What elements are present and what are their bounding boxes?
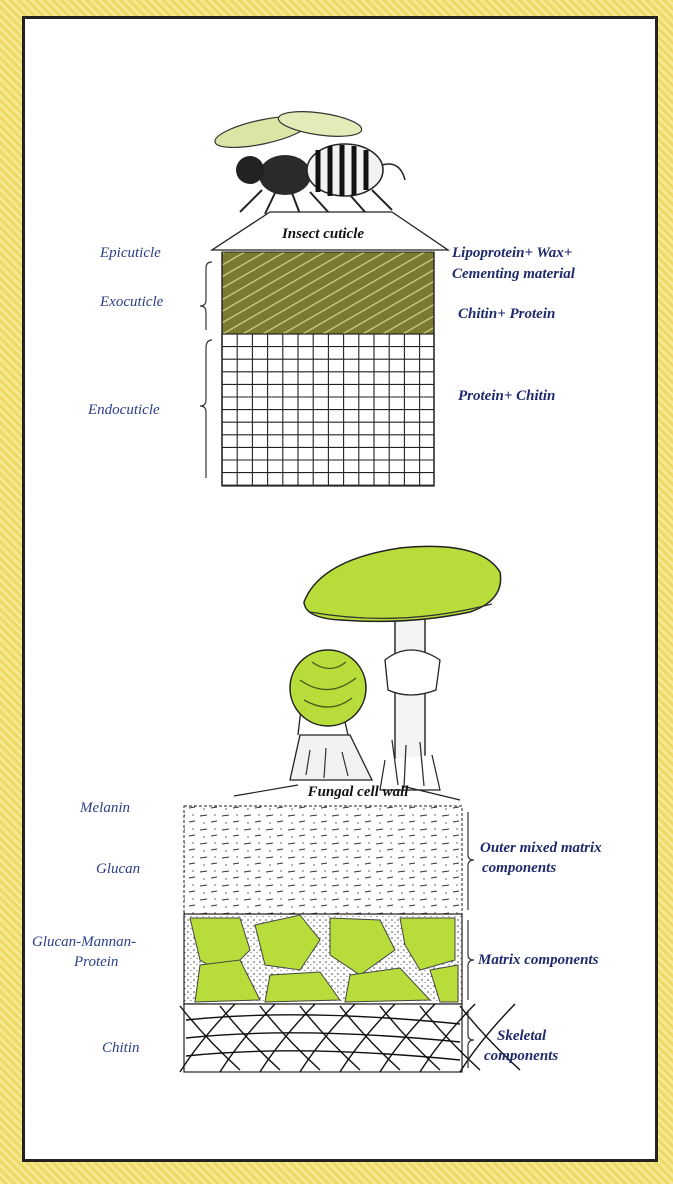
label-glucan: Glucan — [96, 861, 140, 877]
label-chitin: Chitin — [102, 1040, 140, 1056]
fungal-cell-wall-title: Fungal cell wall — [307, 784, 410, 800]
label-protein-chitin: Protein+ Chitin — [458, 388, 555, 404]
label-lipoprotein-wax: Lipoprotein+ Wax+ — [451, 245, 572, 261]
insect-cuticle-block — [222, 252, 434, 486]
label-outer-mixed-matrix: Outer mixed matrix — [480, 840, 602, 856]
label-protein: Protein — [73, 954, 118, 970]
bee-icon — [213, 107, 405, 214]
label-matrix-components: Matrix components — [477, 952, 599, 968]
label-chitin-protein: Chitin+ Protein — [458, 306, 555, 322]
label-outer-components: components — [482, 860, 556, 876]
label-glucan-mannan: Glucan-Mannan- — [32, 934, 136, 950]
label-endocuticle: Endocuticle — [87, 402, 160, 418]
small-fungus-icon — [290, 650, 372, 780]
label-exocuticle: Exocuticle — [99, 294, 164, 310]
fungal-wall-block — [180, 806, 520, 1072]
label-skeletal-components: components — [484, 1048, 558, 1064]
label-skeletal: Skeletal — [497, 1028, 547, 1044]
insect-cuticle-title: Insect cuticle — [281, 226, 364, 242]
insect-cuticle-magnifier: Insect cuticle — [212, 212, 448, 250]
label-epicuticle: Epicuticle — [99, 245, 161, 261]
label-cementing-material: Cementing material — [452, 266, 576, 282]
label-melanin: Melanin — [79, 800, 130, 816]
